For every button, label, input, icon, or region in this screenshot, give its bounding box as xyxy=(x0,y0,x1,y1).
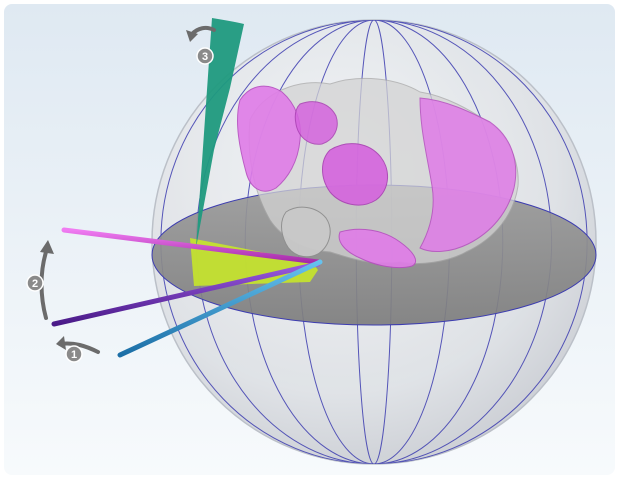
step-badge-1: 1 xyxy=(66,346,82,362)
step-badge-label: 2 xyxy=(32,278,38,290)
step-badge-label: 3 xyxy=(202,51,208,63)
step-badge-label: 1 xyxy=(71,349,77,361)
step-badge-3: 3 xyxy=(197,48,213,64)
step-badge-2: 2 xyxy=(27,275,43,291)
